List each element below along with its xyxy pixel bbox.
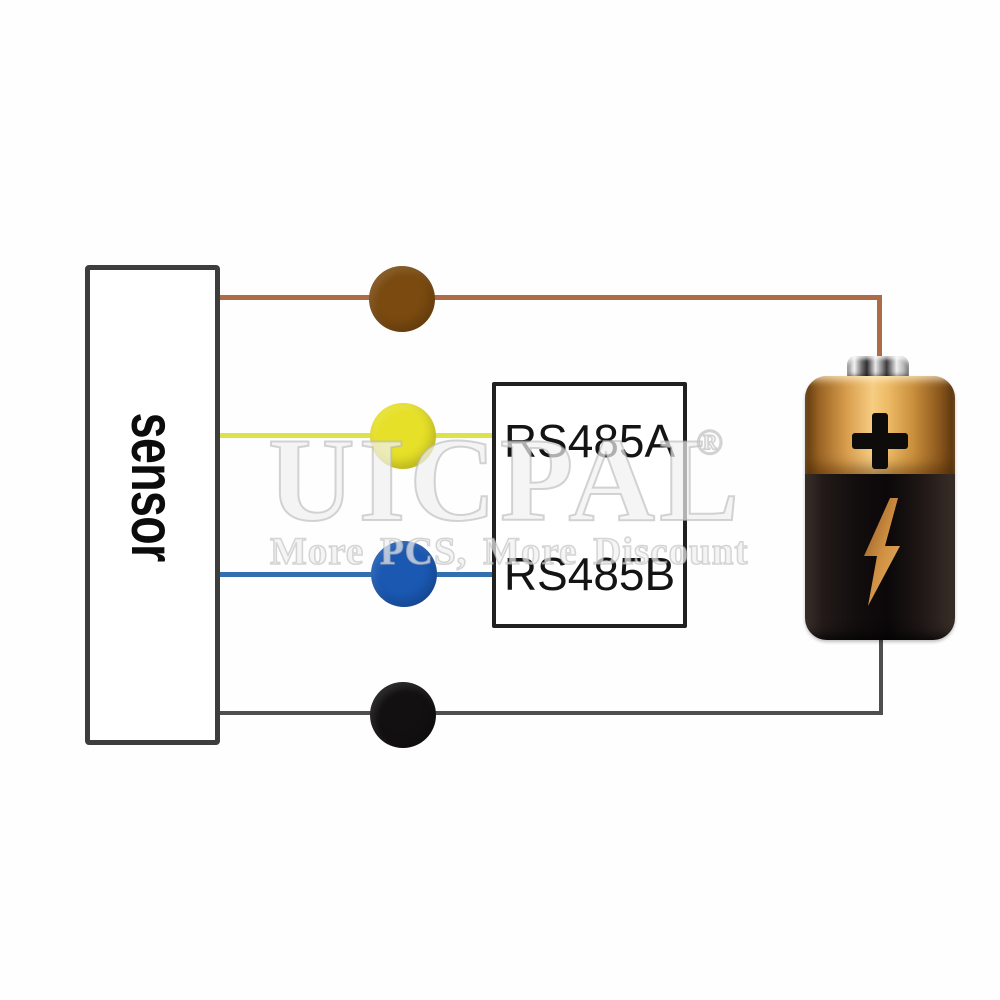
rs485b-wire — [218, 572, 494, 577]
battery-body — [805, 376, 955, 640]
rs485b-label: RS485B — [503, 548, 676, 600]
ground-wire-vertical — [879, 638, 883, 715]
ground-node-dot — [370, 682, 436, 748]
lightning-bolt-icon — [864, 498, 900, 606]
ground-wire-horizontal — [218, 711, 883, 715]
power-wire-vertical — [877, 297, 882, 359]
sensor-label: sensor — [118, 412, 187, 562]
rs485a-wire — [218, 433, 494, 438]
registered-trademark-icon: ® — [695, 422, 723, 462]
rs485a-node-dot — [370, 403, 436, 469]
power-node-dot — [369, 266, 435, 332]
battery — [805, 356, 955, 640]
plus-icon — [852, 413, 908, 469]
power-wire-horizontal — [218, 295, 882, 300]
sensor-box: sensor — [85, 265, 220, 745]
rs485-box: RS485A RS485B — [492, 382, 687, 628]
rs485a-label: RS485A — [503, 415, 676, 467]
rs485b-node-dot — [371, 541, 437, 607]
battery-terminal — [847, 356, 909, 378]
